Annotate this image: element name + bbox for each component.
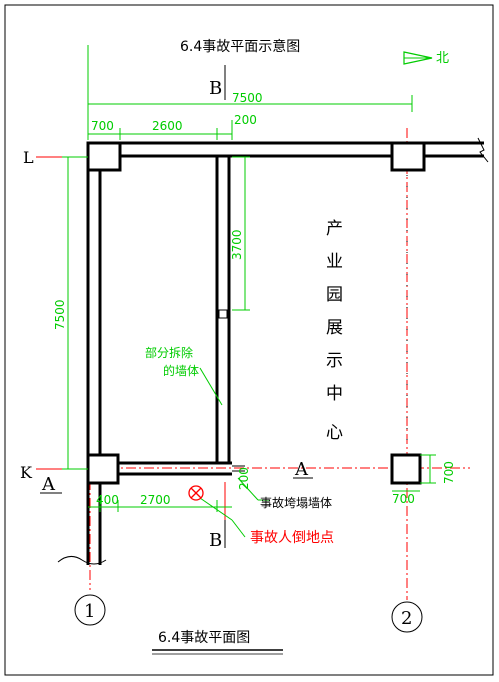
dim-2600: 2600 — [152, 119, 183, 133]
annotation-partial-demolish-line2: 的墙体 — [163, 363, 199, 378]
drawing-caption: 6.4事故平面图 — [158, 630, 250, 646]
dim-right-700-h: 700 — [392, 492, 415, 506]
building-name-char: 中 — [326, 384, 343, 404]
drawing-title: 6.4事故平面示意图 — [180, 38, 300, 55]
north-label: 北 — [436, 51, 449, 66]
building-name-char: 园 — [326, 285, 343, 305]
accident-marker-icon — [188, 485, 204, 501]
column-k1 — [86, 453, 120, 485]
break-line-top-right — [477, 137, 489, 163]
grid-label-l: L — [23, 148, 34, 167]
annotation-fall-location: 事故人倒地点 — [250, 530, 334, 546]
building-name-char: 示 — [326, 351, 343, 371]
dim-overall-width: 7500 — [232, 91, 263, 105]
grid-bubble-1 — [74, 594, 106, 626]
collapsed-wall-segment — [232, 465, 245, 472]
dim-vertical-3700: 3700 — [230, 229, 244, 260]
dim-200-top: 200 — [234, 113, 257, 127]
building-name-char: 心 — [326, 423, 343, 443]
north-arrow-icon — [403, 51, 433, 65]
column-l2 — [390, 141, 426, 172]
grid-bubble-2 — [391, 601, 423, 633]
section-marker-a-left: A — [41, 474, 56, 495]
drawing-frame — [4, 4, 494, 676]
building-name-char: 展 — [326, 318, 343, 338]
grid-label-2: 2 — [401, 608, 412, 629]
dim-left-700: 700 — [91, 119, 114, 133]
annotation-partial-demolish-line1: 部分拆除 — [145, 345, 193, 360]
building-name-char: 业 — [326, 252, 343, 272]
dim-bottom-200: 200 — [237, 467, 251, 490]
building-name-char: 产 — [326, 219, 343, 239]
section-marker-a-right: A — [294, 459, 309, 480]
dim-right-700-v: 700 — [442, 461, 456, 484]
wall-opening — [218, 309, 228, 319]
building-name-vertical: 产 业 园 展 示 中 心 — [326, 219, 343, 443]
dim-bottom-2700: 2700 — [140, 493, 171, 507]
column-l1 — [86, 141, 122, 172]
column-k2 — [390, 453, 422, 485]
grid-label-k: K — [20, 463, 33, 482]
dimension-lines — [62, 45, 436, 538]
dim-vertical-7500: 7500 — [53, 299, 67, 330]
dim-bottom-400: 400 — [96, 493, 119, 507]
section-marker-b-top: B — [209, 78, 222, 99]
section-marker-b-bottom: B — [209, 530, 222, 551]
break-line-bottom-left — [57, 556, 107, 565]
annotation-collapsed-wall: 事故垮塌墙体 — [260, 495, 332, 510]
grid-label-1: 1 — [84, 601, 95, 622]
